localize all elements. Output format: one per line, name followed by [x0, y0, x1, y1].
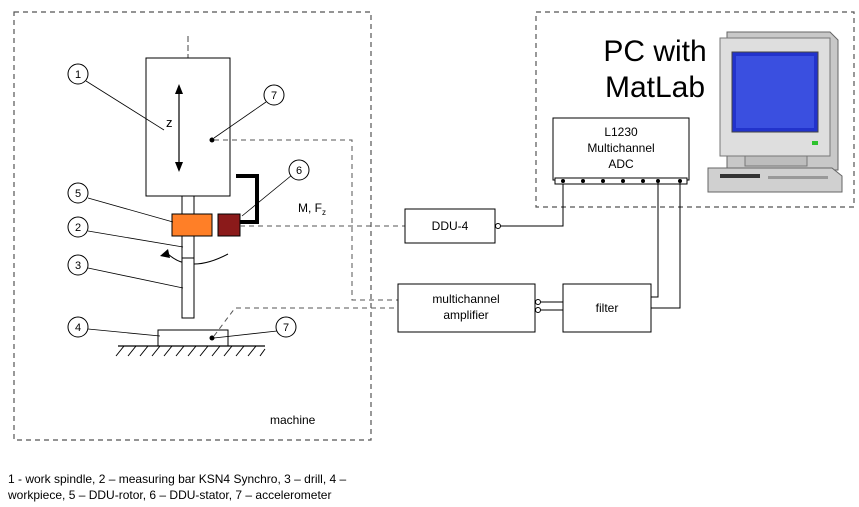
callout-3: 3: [67, 254, 184, 289]
callout-2: 2: [67, 216, 184, 248]
adc-line3: ADC: [608, 157, 634, 171]
amplifier-line2: amplifier: [443, 308, 488, 322]
callout-7-bottom: 7: [213, 316, 297, 339]
ground-hatch: [115, 345, 266, 357]
z-axis-label: z: [166, 115, 173, 130]
measuring-bar: [181, 195, 195, 215]
pc-title-line1: PC with: [603, 35, 707, 68]
filter-box: [562, 283, 652, 333]
z-arrow-head-down: [175, 162, 183, 172]
svg-text:7: 7: [283, 322, 289, 334]
ddu-stator: [217, 213, 241, 237]
svg-text:3: 3: [75, 260, 81, 272]
drill: [181, 257, 195, 319]
amplifier-line1: multichannel: [432, 292, 499, 306]
amplifier-box: [397, 283, 536, 333]
svg-text:5: 5: [75, 188, 81, 200]
svg-text:7: 7: [271, 90, 277, 102]
rotation-arrow: [165, 251, 229, 265]
adc-line2: Multichannel: [587, 141, 654, 155]
ddu4-label: DDU-4: [432, 219, 469, 233]
work-spindle: [145, 57, 231, 197]
adc-box: [552, 117, 690, 181]
svg-text:6: 6: [296, 165, 302, 177]
ddu-rotor: [171, 213, 213, 237]
filter-label: filter: [596, 301, 619, 315]
ddu4-output-port: [495, 223, 501, 229]
lower-shaft: [181, 235, 195, 259]
z-arrow-head-up: [175, 84, 183, 94]
pc-title-line2: MatLab: [604, 71, 706, 104]
callout-5: 5: [67, 182, 174, 223]
adc-connector-pins: [561, 179, 682, 183]
callout-6: 6: [241, 159, 310, 217]
filter-to-adc-line-1: [651, 183, 659, 298]
amp-out-port-2: [535, 307, 541, 313]
stator-bracket: [236, 174, 259, 224]
callout-4: 4: [67, 316, 161, 338]
ddu4-to-adc-line: [501, 183, 564, 227]
callout-7-top: 7: [213, 84, 285, 139]
pc-frame: [535, 11, 855, 208]
accel-top-signal-line: [214, 139, 398, 301]
machine-label: machine: [270, 413, 316, 427]
callout-1: 1: [67, 63, 165, 131]
pc-title: PC with MatLab: [590, 34, 720, 106]
svg-text:2: 2: [75, 222, 81, 234]
figure-caption: 1 - work spindle, 2 – measuring bar KSN4…: [8, 471, 608, 503]
caption-line1: 1 - work spindle, 2 – measuring bar KSN4…: [8, 472, 347, 486]
filter-to-adc-line-2: [651, 183, 681, 309]
accel-bottom-signal-line: [213, 307, 398, 337]
svg-text:1: 1: [75, 69, 81, 81]
accelerometer-spindle: [209, 137, 215, 143]
svg-text:4: 4: [75, 322, 81, 334]
accelerometer-workpiece: [209, 335, 215, 341]
adc-line1: L1230: [604, 125, 638, 139]
force-moment-label: M, Fz: [298, 201, 326, 217]
rotation-arrow-head: [160, 249, 170, 258]
caption-line2: workpiece, 5 – DDU-rotor, 6 – DDU-stator…: [8, 488, 332, 502]
pc-computer-icon: [707, 31, 843, 193]
amp-out-port-1: [535, 299, 541, 305]
